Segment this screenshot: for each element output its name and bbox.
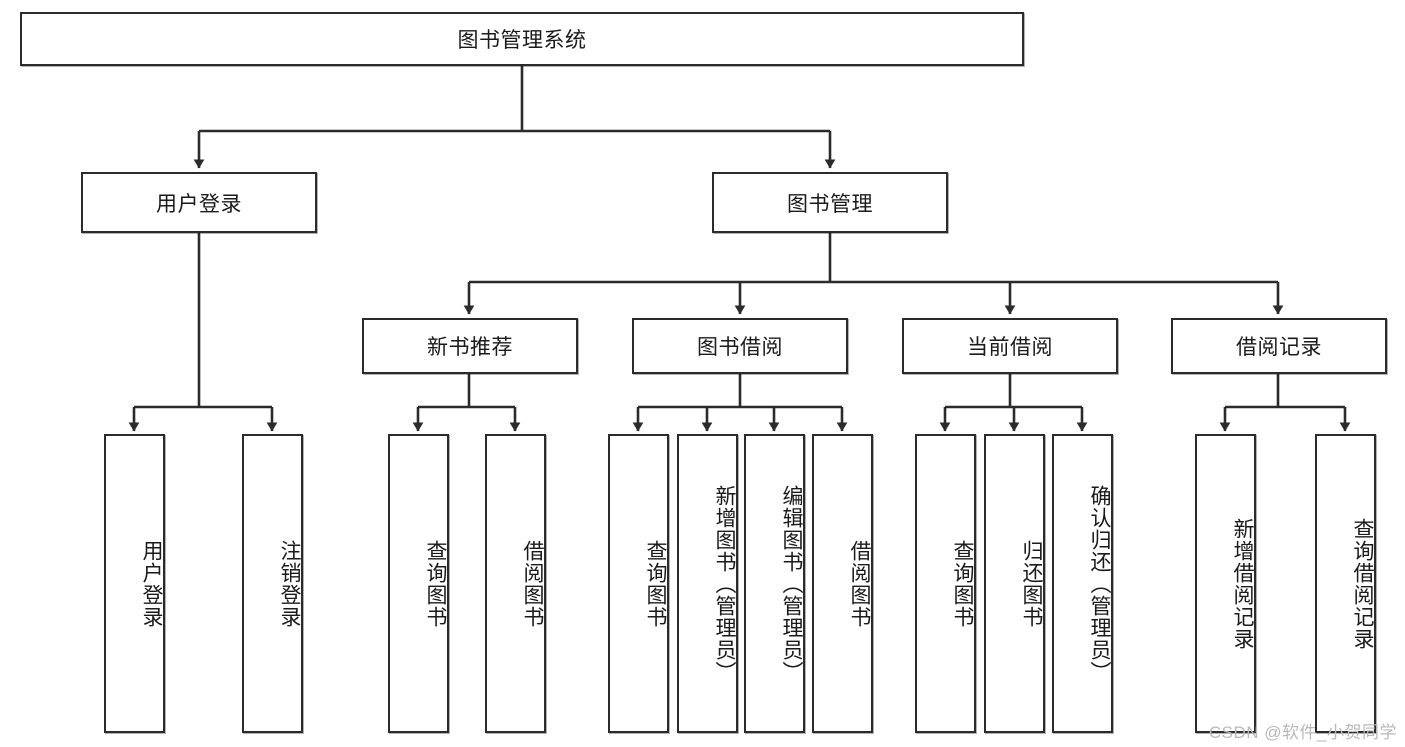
node-label: 查询图书 [951, 539, 974, 628]
node-label: 用户登录 [140, 539, 163, 628]
node-root-library-system[interactable]: 图书管理系统 [20, 12, 1024, 66]
leaf-book-borrow-add[interactable]: 新增图书（管理员） [677, 434, 738, 733]
node-label: 注销登录 [278, 539, 301, 628]
node-label: 新增图书（管理员） [713, 484, 736, 683]
node-current-borrow[interactable]: 当前借阅 [902, 318, 1118, 374]
node-label: 借阅图书 [521, 539, 544, 628]
leaf-new-book-borrow[interactable]: 借阅图书 [485, 434, 546, 733]
node-label: 查询图书 [424, 539, 447, 628]
leaf-current-borrow-return[interactable]: 归还图书 [984, 434, 1045, 733]
leaf-new-book-query[interactable]: 查询图书 [388, 434, 449, 733]
leaf-user-login-signin[interactable]: 用户登录 [104, 434, 165, 733]
leaf-current-borrow-query[interactable]: 查询图书 [915, 434, 976, 733]
leaf-book-borrow-lend[interactable]: 借阅图书 [812, 434, 873, 733]
node-book-borrow[interactable]: 图书借阅 [632, 318, 848, 374]
node-label: 编辑图书（管理员） [780, 484, 803, 683]
node-label: 图书管理系统 [457, 29, 587, 52]
node-label: 归还图书 [1020, 539, 1043, 628]
leaf-current-borrow-confirm-return[interactable]: 确认归还（管理员） [1052, 434, 1113, 733]
node-label: 查询图书 [644, 539, 667, 628]
leaf-borrow-record-add[interactable]: 新增借阅记录 [1195, 434, 1256, 733]
leaf-user-login-signout[interactable]: 注销登录 [242, 434, 303, 733]
node-label: 当前借阅 [967, 336, 1053, 359]
node-book-management[interactable]: 图书管理 [712, 172, 948, 233]
node-label: 用户登录 [156, 192, 242, 216]
node-label: 确认归还（管理员） [1088, 484, 1111, 683]
node-label: 新增借阅记录 [1231, 517, 1254, 650]
node-label: 借阅图书 [848, 539, 871, 628]
node-label: 查询借阅记录 [1351, 517, 1374, 650]
node-label: 图书管理 [787, 192, 873, 216]
node-new-book-recommend[interactable]: 新书推荐 [362, 318, 578, 374]
watermark: CSDN @软件_小贺同学 [1208, 723, 1397, 742]
node-label: 借阅记录 [1236, 336, 1322, 359]
leaf-book-borrow-query[interactable]: 查询图书 [608, 434, 669, 733]
leaf-borrow-record-query[interactable]: 查询借阅记录 [1315, 434, 1376, 733]
node-borrow-record[interactable]: 借阅记录 [1171, 318, 1387, 374]
leaf-book-borrow-edit[interactable]: 编辑图书（管理员） [744, 434, 805, 733]
node-label: 图书借阅 [697, 336, 783, 359]
node-label: 新书推荐 [427, 336, 513, 359]
node-user-login[interactable]: 用户登录 [81, 172, 317, 233]
